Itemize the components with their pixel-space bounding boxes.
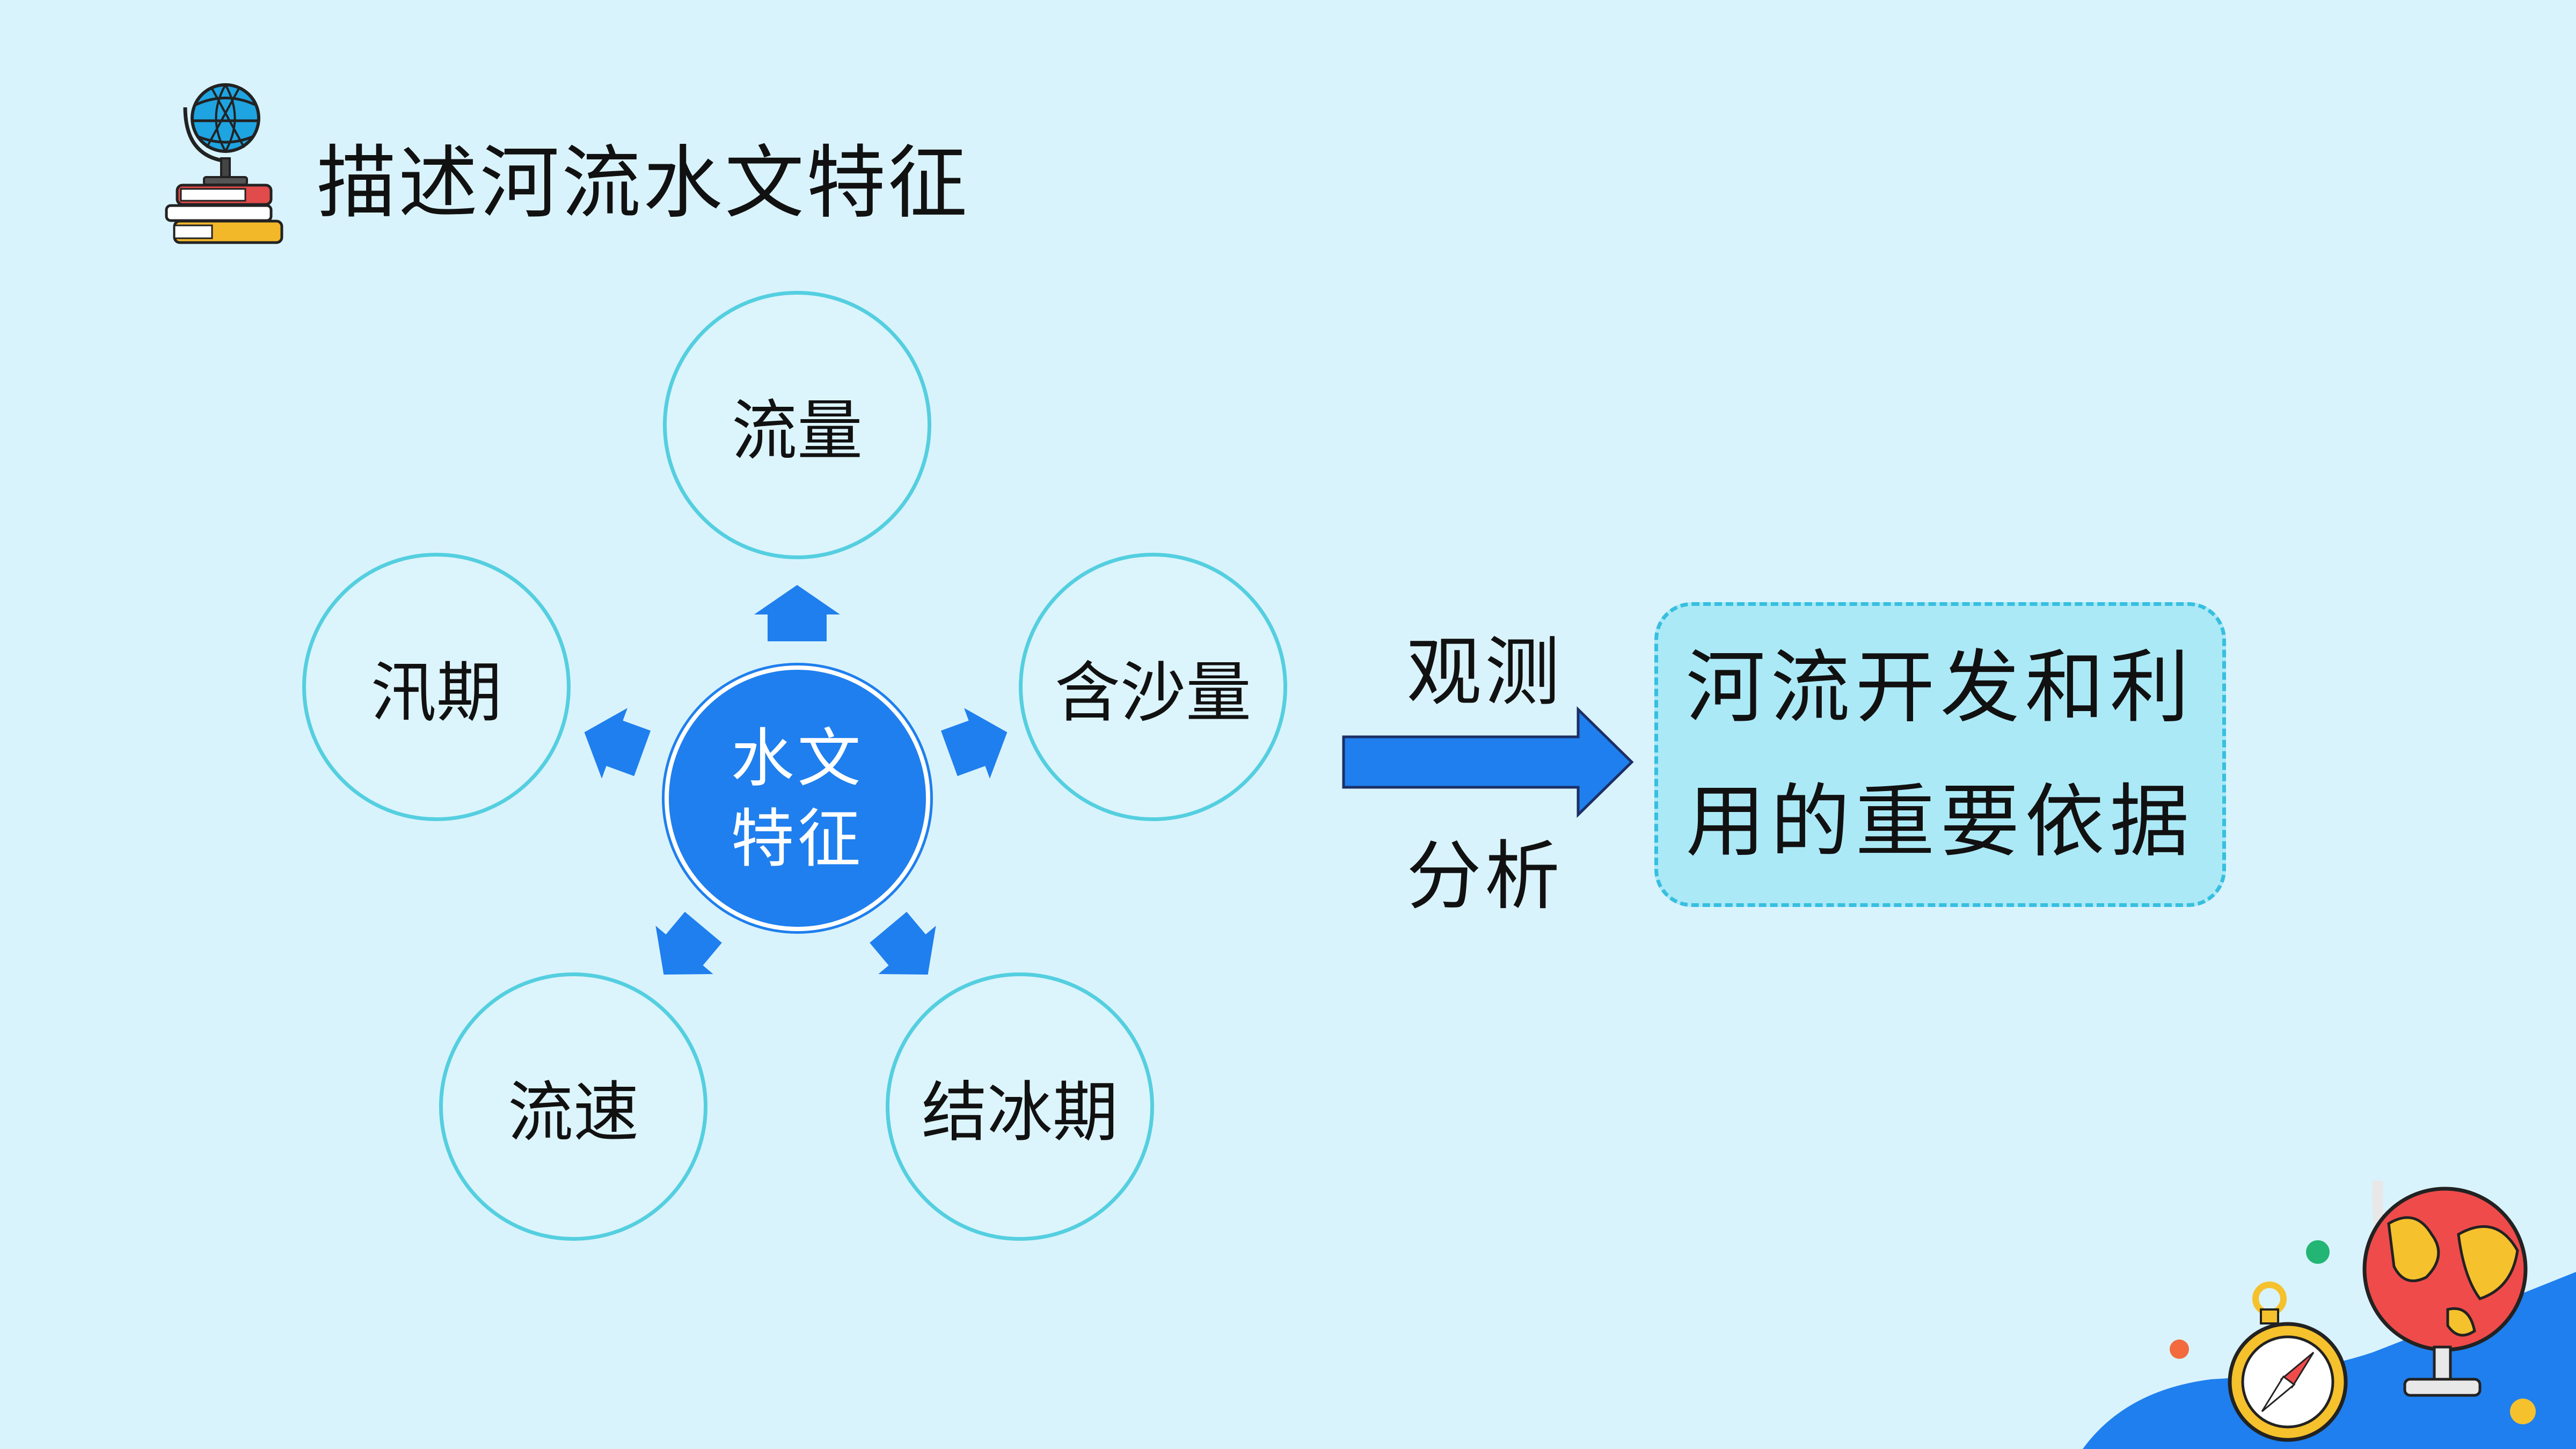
process-top-label: 观测 — [1406, 629, 1564, 716]
center-node: 水文 特征 — [665, 665, 930, 931]
result-box: 河流开发和利 用的重要依据 — [1654, 602, 2226, 907]
compass-icon — [2228, 1282, 2348, 1442]
process-bottom-label: 分析 — [1406, 833, 1564, 920]
center-line-2: 特征 — [731, 801, 864, 876]
node-top: 流量 — [663, 291, 931, 559]
result-line-2: 用的重要依据 — [1685, 775, 2195, 868]
dot-orange — [2170, 1340, 2189, 1359]
node-left: 汛期 — [302, 553, 571, 821]
arrow-down-left-icon — [655, 911, 722, 975]
node-bottom-left: 流速 — [439, 972, 707, 1241]
arrow-right-icon — [940, 708, 1008, 779]
wave-shape — [2083, 1272, 2576, 1449]
dot-yellow — [2510, 1399, 2536, 1424]
node-bottom-right-label: 结冰期 — [922, 1074, 1118, 1151]
globe-icon — [2362, 1180, 2528, 1397]
process-arrow-icon — [1342, 706, 1634, 818]
center-line-1: 水文 — [731, 721, 864, 795]
node-left-label: 汛期 — [371, 654, 502, 731]
node-top-label: 流量 — [732, 392, 863, 469]
node-bottom-left-label: 流速 — [508, 1074, 639, 1151]
dot-green — [2306, 1240, 2330, 1264]
result-line-1: 河流开发和利 — [1685, 641, 2195, 734]
node-right-label: 含沙量 — [1055, 654, 1251, 731]
node-bottom-right: 结冰期 — [886, 972, 1154, 1241]
arrow-left-icon — [584, 708, 651, 779]
page-title: 描述河流水文特征 — [317, 137, 969, 229]
globe-books-icon — [165, 83, 283, 244]
arrow-down-right-icon — [870, 911, 936, 975]
node-right: 含沙量 — [1019, 553, 1287, 821]
arrow-up-icon — [754, 585, 840, 641]
